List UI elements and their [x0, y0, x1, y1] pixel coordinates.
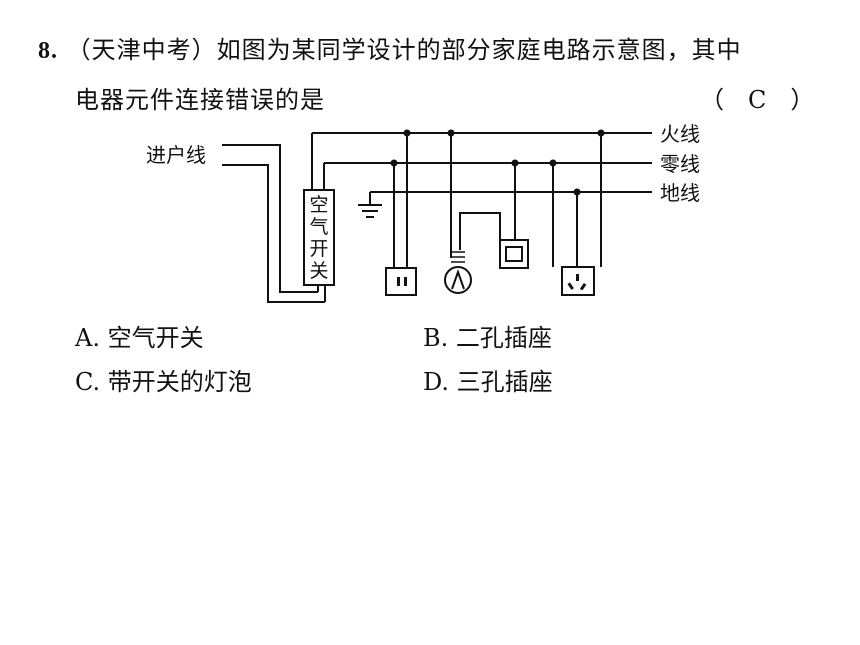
- breaker-label-char3: 开: [309, 238, 328, 260]
- option-c-text: 带开关的灯泡: [107, 368, 252, 396]
- breaker-label-char2: 气: [309, 216, 328, 238]
- option-a: A. 空气开关: [75, 318, 204, 353]
- junction-dot: [573, 188, 581, 196]
- option-b-letter: B.: [423, 324, 449, 352]
- question-line-1: 8. （天津中考）如图为某同学设计的部分家庭电路示意图，其中: [38, 30, 742, 65]
- incoming-wire-2: [222, 164, 325, 303]
- socket2-hole-right: [404, 277, 407, 286]
- lamp-switch-lead: [459, 212, 501, 250]
- junction-dot: [549, 159, 557, 167]
- option-c: C. 带开关的灯泡: [75, 362, 252, 397]
- three-hole-socket-box: [561, 266, 595, 296]
- socket3-hole-left: [567, 282, 574, 290]
- breaker-label-char4: 关: [309, 260, 328, 282]
- two-hole-socket-box: [385, 267, 417, 296]
- option-b-text: 二孔插座: [455, 324, 552, 352]
- lamp-filament: [451, 268, 465, 290]
- incoming-line-label: 进户线: [146, 143, 206, 167]
- neutral-wire-label: 零线: [660, 152, 700, 176]
- socket3-hole-top: [576, 274, 579, 281]
- junction-dot: [597, 129, 605, 137]
- question-number: 8.: [38, 38, 58, 64]
- question-stem-part2: 电器元件连接错误的是: [75, 86, 325, 114]
- option-d: D. 三孔插座: [423, 362, 553, 397]
- option-b: B. 二孔插座: [423, 318, 552, 353]
- answer-bracket: （ C ）: [700, 86, 815, 114]
- switch-box: [499, 239, 529, 269]
- junction-dot: [447, 129, 455, 137]
- option-d-text: 三孔插座: [456, 368, 553, 396]
- question-stem-part1: （天津中考）如图为某同学设计的部分家庭电路示意图，其中: [66, 36, 742, 64]
- lamp-bulb: [444, 266, 472, 294]
- incoming-wire-1: [222, 144, 318, 293]
- ground-wire-label: 地线: [660, 181, 700, 205]
- option-a-text: 空气开关: [107, 324, 204, 352]
- option-a-letter: A.: [75, 324, 100, 352]
- socket3-hole-right: [579, 282, 587, 291]
- option-c-letter: C.: [75, 368, 101, 396]
- switch-inner: [505, 246, 523, 262]
- junction-dot: [511, 159, 519, 167]
- breaker-label-char1: 空: [309, 194, 328, 216]
- junction-dot: [403, 129, 411, 137]
- option-d-letter: D.: [423, 368, 450, 396]
- live-wire-label: 火线: [660, 122, 700, 146]
- socket2-hole-left: [397, 277, 400, 286]
- junction-dot: [390, 159, 398, 167]
